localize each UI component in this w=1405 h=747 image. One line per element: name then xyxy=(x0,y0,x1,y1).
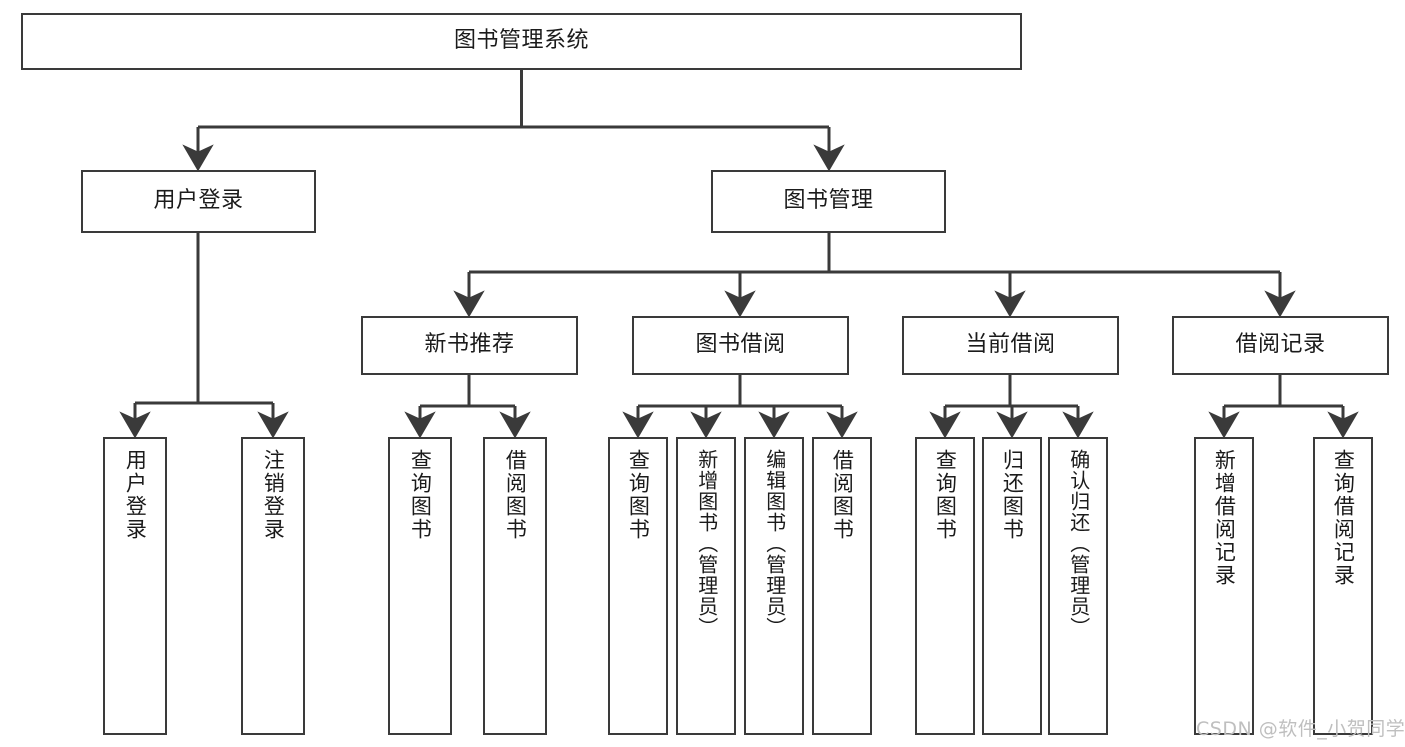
node-current-borrow[interactable]: 当前借阅 xyxy=(902,316,1119,375)
node-bb-edit-book[interactable]: 编辑图书（管理员） xyxy=(744,437,804,735)
node-user-login-leaf[interactable]: 用户登录 xyxy=(103,437,167,735)
node-logout-leaf-label: 注销登录 xyxy=(261,449,286,541)
node-nbr-query-book-label: 查询图书 xyxy=(408,449,433,541)
node-nbr-borrow-book-label: 借阅图书 xyxy=(503,449,528,541)
node-bb-query-book-label: 查询图书 xyxy=(626,449,651,541)
node-cb-confirm-return[interactable]: 确认归还（管理员） xyxy=(1048,437,1108,735)
node-bb-query-book[interactable]: 查询图书 xyxy=(608,437,668,735)
node-bb-borrow-book-label: 借阅图书 xyxy=(830,449,855,541)
node-bb-edit-book-label: 编辑图书（管理员） xyxy=(762,449,787,638)
node-book-borrow[interactable]: 图书借阅 xyxy=(632,316,849,375)
node-br-query-record[interactable]: 查询借阅记录 xyxy=(1313,437,1373,735)
node-bb-borrow-book[interactable]: 借阅图书 xyxy=(812,437,872,735)
node-bb-add-book[interactable]: 新增图书（管理员） xyxy=(676,437,736,735)
node-user-login[interactable]: 用户登录 xyxy=(81,170,316,233)
node-br-add-record-label: 新增借阅记录 xyxy=(1212,449,1237,587)
node-new-book-recommend[interactable]: 新书推荐 xyxy=(361,316,578,375)
node-cb-return-book-label: 归还图书 xyxy=(1000,449,1025,541)
node-root-label: 图书管理系统 xyxy=(453,28,589,54)
node-br-query-record-label: 查询借阅记录 xyxy=(1331,449,1356,587)
node-nbr-query-book[interactable]: 查询图书 xyxy=(388,437,452,735)
node-logout-leaf[interactable]: 注销登录 xyxy=(241,437,305,735)
node-new-book-recommend-label: 新书推荐 xyxy=(424,332,515,358)
node-cb-query-book-label: 查询图书 xyxy=(933,449,958,541)
node-nbr-borrow-book[interactable]: 借阅图书 xyxy=(483,437,547,735)
node-book-manage[interactable]: 图书管理 xyxy=(711,170,946,233)
node-root[interactable]: 图书管理系统 xyxy=(21,13,1022,70)
node-user-login-label: 用户登录 xyxy=(153,188,244,214)
node-borrow-record[interactable]: 借阅记录 xyxy=(1172,316,1389,375)
node-borrow-record-label: 借阅记录 xyxy=(1235,332,1326,358)
node-book-borrow-label: 图书借阅 xyxy=(695,332,786,358)
node-user-login-leaf-label: 用户登录 xyxy=(123,449,148,541)
node-cb-return-book[interactable]: 归还图书 xyxy=(982,437,1042,735)
node-bb-add-book-label: 新增图书（管理员） xyxy=(694,449,719,638)
node-cb-query-book[interactable]: 查询图书 xyxy=(915,437,975,735)
node-current-borrow-label: 当前借阅 xyxy=(965,332,1056,358)
node-br-add-record[interactable]: 新增借阅记录 xyxy=(1194,437,1254,735)
node-cb-confirm-return-label: 确认归还（管理员） xyxy=(1066,449,1091,638)
node-book-manage-label: 图书管理 xyxy=(783,188,874,214)
